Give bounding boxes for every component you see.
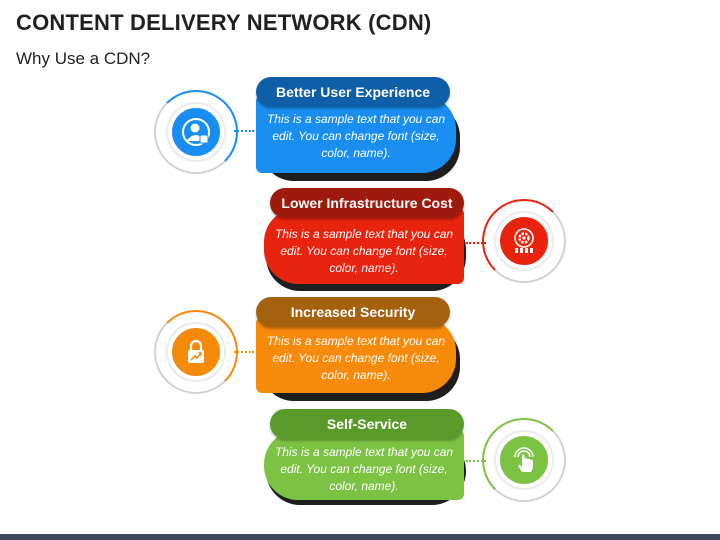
item-description: This is a sample text that you can edit.… xyxy=(274,445,454,493)
item-description: This is a sample text that you can edit.… xyxy=(266,112,446,160)
item-title: Better User Experience xyxy=(256,77,450,107)
item-card: This is a sample text that you can edit.… xyxy=(256,95,456,173)
connector-dots xyxy=(234,351,254,353)
item-card: This is a sample text that you can edit.… xyxy=(264,430,464,500)
item-description: This is a sample text that you can edit.… xyxy=(266,334,446,382)
lock-icon xyxy=(168,324,224,380)
page-subtitle: Why Use a CDN? xyxy=(16,49,151,68)
page-title: CONTENT DELIVERY NETWORK (CDN) xyxy=(16,10,432,35)
item-card: This is a sample text that you can edit.… xyxy=(256,317,456,393)
tap-hand-icon xyxy=(496,432,552,488)
icon-ring xyxy=(482,418,566,502)
icon-ring xyxy=(154,90,238,174)
user-like-icon xyxy=(168,104,224,160)
icon-ring xyxy=(154,310,238,394)
connector-dots xyxy=(234,130,254,132)
connector-dots xyxy=(466,242,486,244)
connector-dots xyxy=(466,460,486,462)
item-title: Self-Service xyxy=(270,409,464,439)
bottom-bar xyxy=(0,534,720,540)
icon-ring xyxy=(482,199,566,283)
item-title: Increased Security xyxy=(256,297,450,327)
item-card: This is a sample text that you can edit.… xyxy=(264,208,464,284)
item-title: Lower Infrastructure Cost xyxy=(270,188,464,218)
gear-target-icon xyxy=(496,213,552,269)
item-description: This is a sample text that you can edit.… xyxy=(274,227,454,275)
